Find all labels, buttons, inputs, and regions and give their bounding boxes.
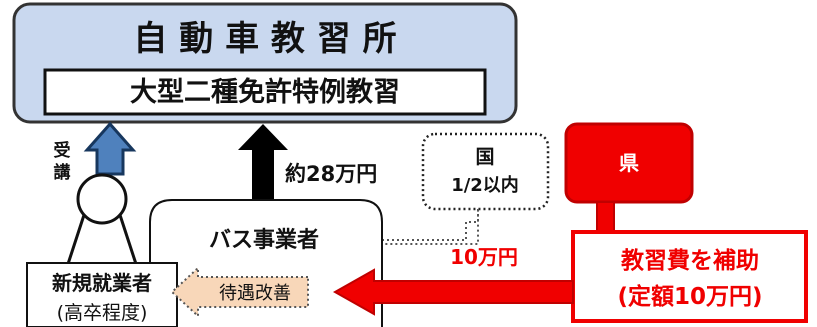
subsidy-line1: 教習費を補助 [621, 247, 759, 274]
driving-school: 自 動 車 教 習 所 大型二種免許特例教習 [12, 2, 518, 124]
treatment-label: 待遇改善 [219, 283, 291, 304]
new-worker-qualification: (高卒程度) [57, 302, 148, 324]
payment-amount: 約28万円 [285, 162, 377, 186]
attendance-label-bottom: 講 [54, 162, 71, 183]
attendance-label-top: 受 [54, 140, 71, 161]
national-label: 国 [475, 146, 494, 168]
new-worker-label: 新規就業者 [52, 271, 152, 295]
special-course-label: 大型二種免許特例教習 [130, 77, 400, 108]
prefecture-connector [596, 201, 615, 235]
prefecture: 県 [564, 122, 694, 235]
national-share: 1/2以内 [451, 174, 519, 196]
new-worker: 新規就業者 (高卒程度) [26, 173, 178, 327]
treatment-arrow [170, 265, 309, 319]
special-course-box [43, 68, 487, 116]
national-box [421, 132, 550, 211]
prefecture-box [564, 122, 694, 204]
subsidy-flow-amount: 10万円 [450, 245, 518, 269]
attendance-arrow [83, 121, 137, 176]
subsidy-box [571, 230, 808, 323]
driving-school-title: 自 動 車 教 習 所 [133, 19, 396, 59]
payment-arrow [238, 124, 288, 200]
worker-right-arm [118, 214, 138, 265]
subsidy-flow-arrow [332, 268, 574, 316]
worker-head [76, 173, 128, 225]
subsidy-info: 教習費を補助 (定額10万円) [571, 230, 808, 323]
bus-operator-label: バス事業者 [209, 227, 319, 253]
prefecture-label: 県 [619, 151, 639, 175]
subsidy-line2: (定額10万円) [617, 283, 762, 310]
new-worker-box [26, 262, 178, 327]
worker-left-arm [66, 214, 86, 265]
national-government: 国 1/2以内 [421, 132, 550, 211]
